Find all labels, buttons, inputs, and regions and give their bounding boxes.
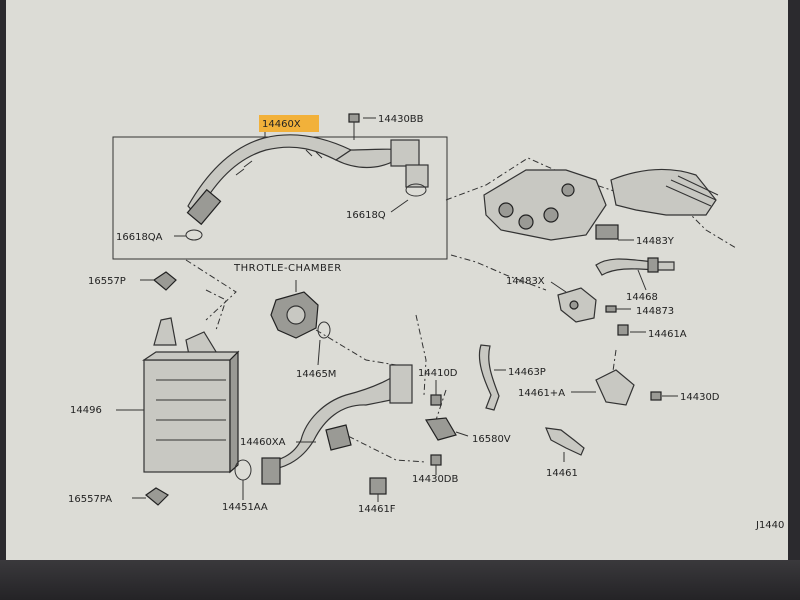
highlight-marker bbox=[259, 115, 319, 132]
monitor-bezel bbox=[0, 560, 800, 600]
label-14461f: 14461F bbox=[358, 504, 396, 515]
intercooler-illustration bbox=[142, 317, 240, 474]
bolt-icon bbox=[348, 113, 360, 123]
label-14430db: 14430DB bbox=[412, 474, 459, 485]
bolt-icon bbox=[430, 454, 442, 466]
label-16618q: 16618Q bbox=[346, 210, 386, 221]
label-14461plusa: 14461+A bbox=[518, 388, 565, 399]
label-16580v: 16580V bbox=[472, 434, 511, 445]
lower-hose-illustration bbox=[261, 364, 413, 485]
label-14461: 14461 bbox=[546, 468, 578, 479]
seal-ring-icon bbox=[234, 459, 252, 481]
parts-diagram: 14460X 14430BB 16618Q 16618QA THROTLE-CH… bbox=[68, 113, 784, 531]
label-14468: 14468 bbox=[626, 292, 658, 303]
label-14410d: 14410D bbox=[418, 368, 458, 379]
label-16557p: 16557P bbox=[88, 276, 126, 287]
bolt-icon bbox=[617, 324, 629, 336]
throttle-chamber-illustration bbox=[270, 291, 331, 339]
bracket-f-icon bbox=[369, 477, 387, 495]
label-14430bb: 14430BB bbox=[378, 114, 424, 125]
upper-hose-illustration bbox=[185, 134, 429, 241]
label-14460xa: 14460XA bbox=[240, 437, 286, 448]
label-14483y: 14483Y bbox=[636, 236, 675, 247]
pipe-14463p-illustration bbox=[478, 344, 500, 411]
label-14465m: 14465M bbox=[296, 369, 336, 380]
engine-intake-illustration bbox=[483, 168, 719, 241]
label-14496: 14496 bbox=[70, 405, 102, 416]
bracket-14483x-illustration bbox=[557, 287, 617, 323]
sensor-icon bbox=[424, 417, 457, 441]
cap-top-icon bbox=[152, 271, 177, 291]
diagram-id: J1440 bbox=[755, 520, 784, 531]
label-144873: 144873 bbox=[636, 306, 674, 317]
monitor-screen: 14460X 14430BB 16618Q 16618QA THROTLE-CH… bbox=[6, 0, 788, 560]
cap-bottom-icon bbox=[145, 487, 169, 506]
bracket-plus-a-illustration bbox=[595, 369, 635, 406]
label-14461a: 14461A bbox=[648, 329, 687, 340]
bolt-icon bbox=[430, 394, 442, 406]
label-14460x: 14460X bbox=[262, 119, 301, 130]
label-14463p: 14463P bbox=[508, 367, 546, 378]
bracket-14461-illustration bbox=[545, 427, 585, 456]
label-14483x: 14483X bbox=[506, 276, 545, 287]
label-throttle-chamber: THROTLE-CHAMBER bbox=[233, 263, 342, 274]
label-14430d: 14430D bbox=[680, 392, 720, 403]
label-16618qa: 16618QA bbox=[116, 232, 163, 243]
hose-14468-illustration bbox=[595, 257, 675, 276]
bolt-icon bbox=[650, 391, 662, 401]
label-16557pa: 16557PA bbox=[68, 494, 112, 505]
label-14451aa: 14451AA bbox=[222, 502, 268, 513]
